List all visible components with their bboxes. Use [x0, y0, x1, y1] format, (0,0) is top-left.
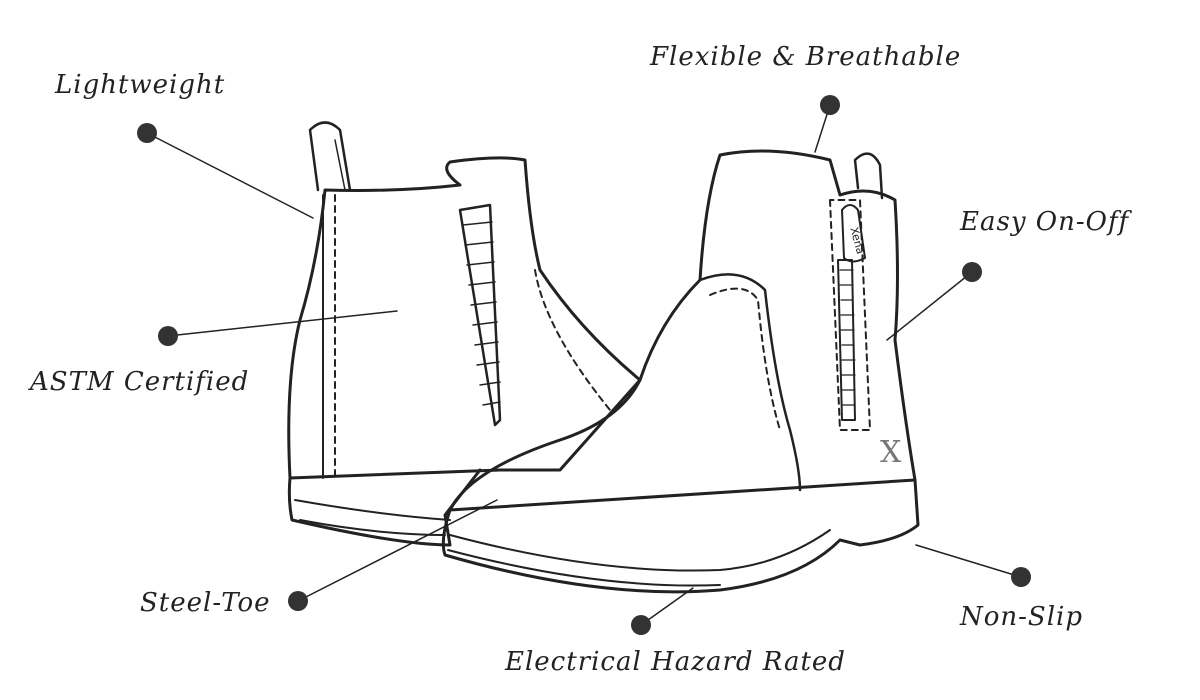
label-steel-toe: Steel-Toe: [140, 588, 271, 618]
callout-dots: [137, 95, 1031, 635]
front-boot: [441, 149, 920, 594]
zipper-pull-brand: Xena: [847, 226, 867, 256]
label-electrical-hazard: Electrical Hazard Rated: [505, 647, 846, 677]
label-easy-on-off: Easy On-Off: [960, 207, 1130, 237]
callout-lines: [146, 104, 1022, 626]
label-flexible-breathable: Flexible & Breathable: [650, 42, 962, 72]
back-boot: [287, 121, 642, 547]
label-lightweight: Lightweight: [55, 70, 226, 100]
label-non-slip: Non-Slip: [960, 602, 1084, 632]
label-astm-certified: ASTM Certified: [30, 367, 250, 397]
x-logo: X: [880, 435, 902, 470]
